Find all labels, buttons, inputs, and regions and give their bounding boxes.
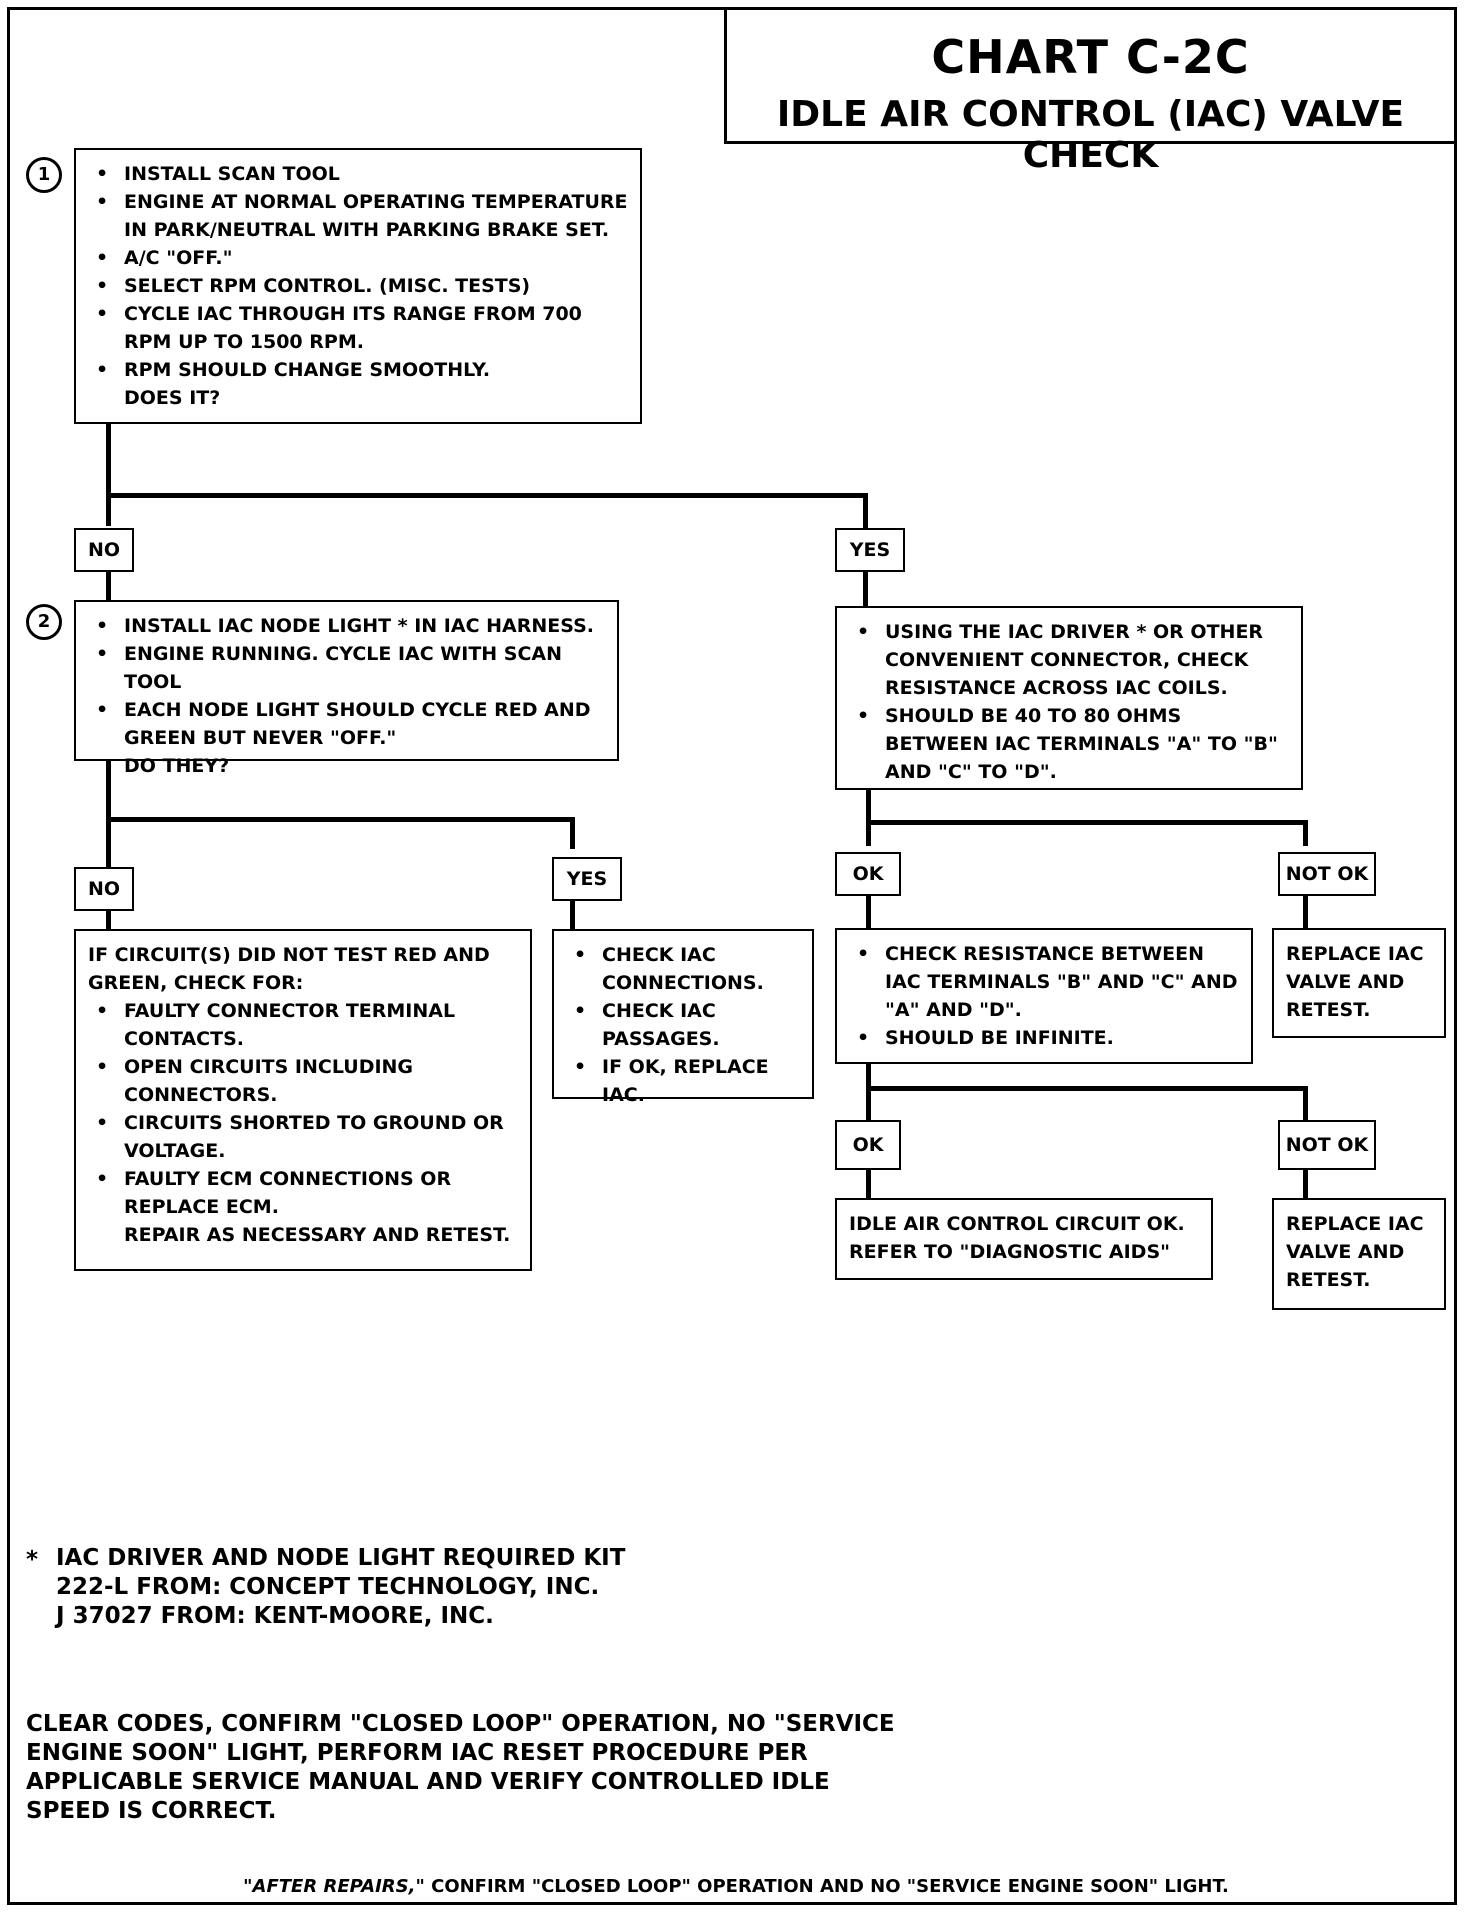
connector-line [570, 817, 575, 849]
list-item: FAULTY ECM CONNECTIONS OR REPLACE ECM. [88, 1165, 518, 1221]
step-2-box: INSTALL IAC NODE LIGHT * IN IAC HARNESS.… [74, 600, 619, 777]
step-2-marker: 2 [26, 604, 62, 640]
connections-check-box: CHECK IAC CONNECTIONS. CHECK IAC PASSAGE… [552, 929, 814, 1106]
replace-valve-box-1: REPLACE IAC VALVE AND RETEST. [1272, 928, 1446, 1038]
connector-line [1303, 820, 1308, 846]
circuit-check-outro: REPAIR AS NECESSARY AND RETEST. [124, 1224, 511, 1246]
circuit-ok-box: IDLE AIR CONTROL CIRCUIT OK. REFER TO "D… [835, 1198, 1213, 1280]
list-item: USING THE IAC DRIVER * OR OTHER CONVENIE… [849, 618, 1289, 702]
connector-line [1303, 896, 1308, 930]
footnote-line: J 37027 FROM: KENT-MOORE, INC. [56, 1603, 494, 1629]
resistance-check-box: USING THE IAC DRIVER * OR OTHER CONVENIE… [835, 606, 1303, 790]
after-repairs-text: CONFIRM "CLOSED LOOP" OPERATION AND NO "… [424, 1876, 1229, 1897]
list-item: SELECT RPM CONTROL. (MISC. TESTS) [88, 272, 628, 300]
connector-line [863, 570, 868, 606]
footnote-line: 222-L FROM: CONCEPT TECHNOLOGY, INC. [56, 1574, 600, 1600]
label-ok-2: OK [835, 1120, 901, 1170]
list-item: CYCLE IAC THROUGH ITS RANGE FROM 700 RPM… [88, 300, 628, 356]
infinite-resistance-box: CHECK RESISTANCE BETWEEN IAC TERMINALS "… [835, 928, 1253, 1064]
resistance-check-list: USING THE IAC DRIVER * OR OTHER CONVENIE… [849, 618, 1289, 786]
list-item: IF OK, REPLACE IAC. [566, 1053, 800, 1109]
list-item: ENGINE RUNNING. CYCLE IAC WITH SCAN TOOL [88, 640, 605, 696]
connector-line [866, 1062, 871, 1120]
infinite-resistance-list: CHECK RESISTANCE BETWEEN IAC TERMINALS "… [849, 940, 1239, 1052]
list-item: CHECK IAC CONNECTIONS. [566, 941, 800, 997]
label-no-1: NO [74, 528, 134, 572]
circuit-check-intro: IF CIRCUIT(S) DID NOT TEST RED AND GREEN… [88, 944, 490, 994]
connector-line [106, 909, 111, 931]
label-not-ok-1: NOT OK [1278, 852, 1376, 896]
label-ok-1: OK [835, 852, 901, 896]
list-item: CIRCUITS SHORTED TO GROUND OR VOLTAGE. [88, 1109, 518, 1165]
list-item: FAULTY CONNECTOR TERMINAL CONTACTS. [88, 997, 518, 1053]
footnote: IAC DRIVER AND NODE LIGHT REQUIRED KIT 2… [56, 1544, 696, 1631]
title-box: CHART C-2C IDLE AIR CONTROL (IAC) VALVE … [724, 7, 1457, 176]
chart-subtitle: IDLE AIR CONTROL (IAC) VALVE CHECK [776, 94, 1405, 176]
replace-valve-box-2: REPLACE IAC VALVE AND RETEST. [1272, 1198, 1446, 1310]
circuit-check-list: FAULTY CONNECTOR TERMINAL CONTACTS. OPEN… [88, 997, 518, 1221]
circuit-check-box: IF CIRCUIT(S) DID NOT TEST RED AND GREEN… [74, 929, 532, 1271]
connector-line [106, 424, 111, 526]
connector-line [866, 1086, 1308, 1091]
connector-line [866, 788, 871, 846]
label-not-ok-2: NOT OK [1278, 1120, 1376, 1170]
list-item: INSTALL IAC NODE LIGHT * IN IAC HARNESS. [88, 612, 605, 640]
connector-line [1303, 1086, 1308, 1120]
connector-line [863, 493, 868, 529]
label-yes-1: YES [835, 528, 905, 572]
list-item: OPEN CIRCUITS INCLUDING CONNECTORS. [88, 1053, 518, 1109]
step-1-question: DOES IT? [124, 387, 221, 409]
footnote-asterisk: * [26, 1547, 39, 1573]
list-item: RPM SHOULD CHANGE SMOOTHLY. [88, 356, 628, 384]
list-item: CHECK RESISTANCE BETWEEN IAC TERMINALS "… [849, 940, 1239, 1024]
step-2-question: DO THEY? [124, 755, 230, 777]
list-item: INSTALL SCAN TOOL [88, 160, 628, 188]
footnote-line: IAC DRIVER AND NODE LIGHT REQUIRED KIT [56, 1545, 626, 1571]
connector-line [866, 1170, 871, 1200]
step-1-marker: 1 [26, 157, 62, 193]
list-item: SHOULD BE INFINITE. [849, 1024, 1239, 1052]
connector-line [106, 761, 111, 869]
after-repairs-note: "AFTER REPAIRS," CONFIRM "CLOSED LOOP" O… [0, 1876, 1472, 1897]
connector-line [1303, 1170, 1308, 1200]
step-2-list: INSTALL IAC NODE LIGHT * IN IAC HARNESS.… [88, 612, 605, 752]
list-item: ENGINE AT NORMAL OPERATING TEMPERATURE I… [88, 188, 628, 244]
chart-title: CHART C-2C [931, 30, 1250, 84]
connector-line [866, 820, 1308, 825]
after-repairs-emphasis: "AFTER REPAIRS," [243, 1876, 425, 1897]
connector-line [866, 896, 871, 930]
list-item: A/C "OFF." [88, 244, 628, 272]
step-1-box: INSTALL SCAN TOOL ENGINE AT NORMAL OPERA… [74, 148, 642, 424]
list-item: SHOULD BE 40 TO 80 OHMS BETWEEN IAC TERM… [849, 702, 1289, 786]
label-yes-2: YES [552, 857, 622, 901]
step-1-list: INSTALL SCAN TOOL ENGINE AT NORMAL OPERA… [88, 160, 628, 384]
label-no-2: NO [74, 867, 134, 911]
clear-codes-instructions: CLEAR CODES, CONFIRM "CLOSED LOOP" OPERA… [26, 1711, 895, 1824]
connector-line [570, 899, 575, 931]
connector-line [106, 817, 575, 822]
connector-line [106, 493, 868, 498]
connections-check-list: CHECK IAC CONNECTIONS. CHECK IAC PASSAGE… [566, 941, 800, 1109]
list-item: EACH NODE LIGHT SHOULD CYCLE RED AND GRE… [88, 696, 605, 752]
list-item: CHECK IAC PASSAGES. [566, 997, 800, 1053]
connector-line [106, 570, 111, 600]
